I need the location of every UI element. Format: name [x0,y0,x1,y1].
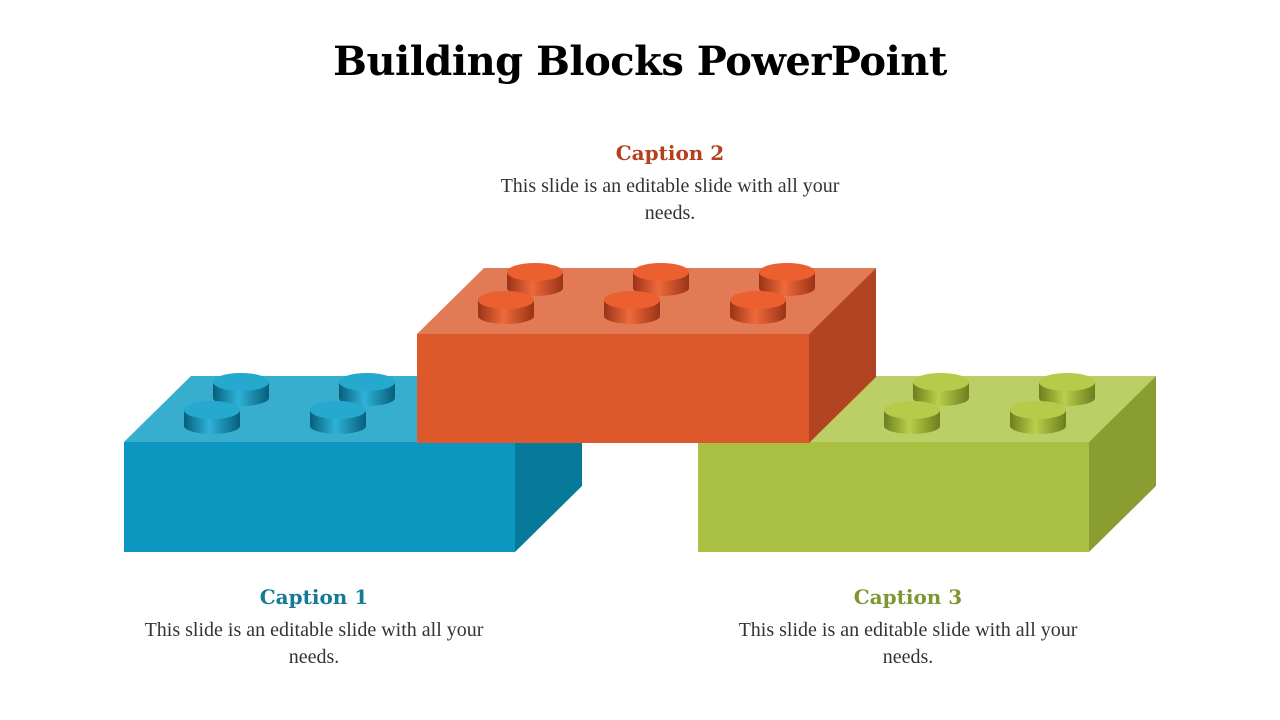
stud [1039,373,1095,406]
caption-2: Caption 2 This slide is an editable slid… [490,141,850,227]
stud [759,263,815,296]
orange-block-side-face [809,268,876,443]
orange-block-front-face [417,334,809,443]
stud [478,291,534,324]
caption-1-heading: Caption 1 [259,585,369,609]
green-block-side-face [1089,376,1156,552]
blue-block-front-face [124,442,515,552]
stud [1010,401,1066,434]
blue-block-studs [184,373,395,434]
stud [730,291,786,324]
caption-2-heading: Caption 2 [615,141,725,165]
stud [507,263,563,296]
green-block-front-face [698,442,1089,552]
stud [604,291,660,324]
caption-1-body: This slide is an editable slide with all… [144,619,484,668]
stud [884,401,940,434]
stud [339,373,395,406]
caption-3-heading: Caption 3 [853,585,963,609]
green-block-studs [884,373,1095,434]
caption-3-body: This slide is an editable slide with all… [738,619,1078,668]
stud [913,373,969,406]
orange-block [417,263,876,443]
caption-3: Caption 3 This slide is an editable slid… [728,585,1088,671]
slide-title: Building Blocks PowerPoint [333,38,947,85]
caption-2-body: This slide is an editable slide with all… [500,175,840,224]
stud [213,373,269,406]
stud [184,401,240,434]
stud [310,401,366,434]
orange-block-studs [478,263,815,324]
caption-1: Caption 1 This slide is an editable slid… [134,585,494,671]
stud [633,263,689,296]
